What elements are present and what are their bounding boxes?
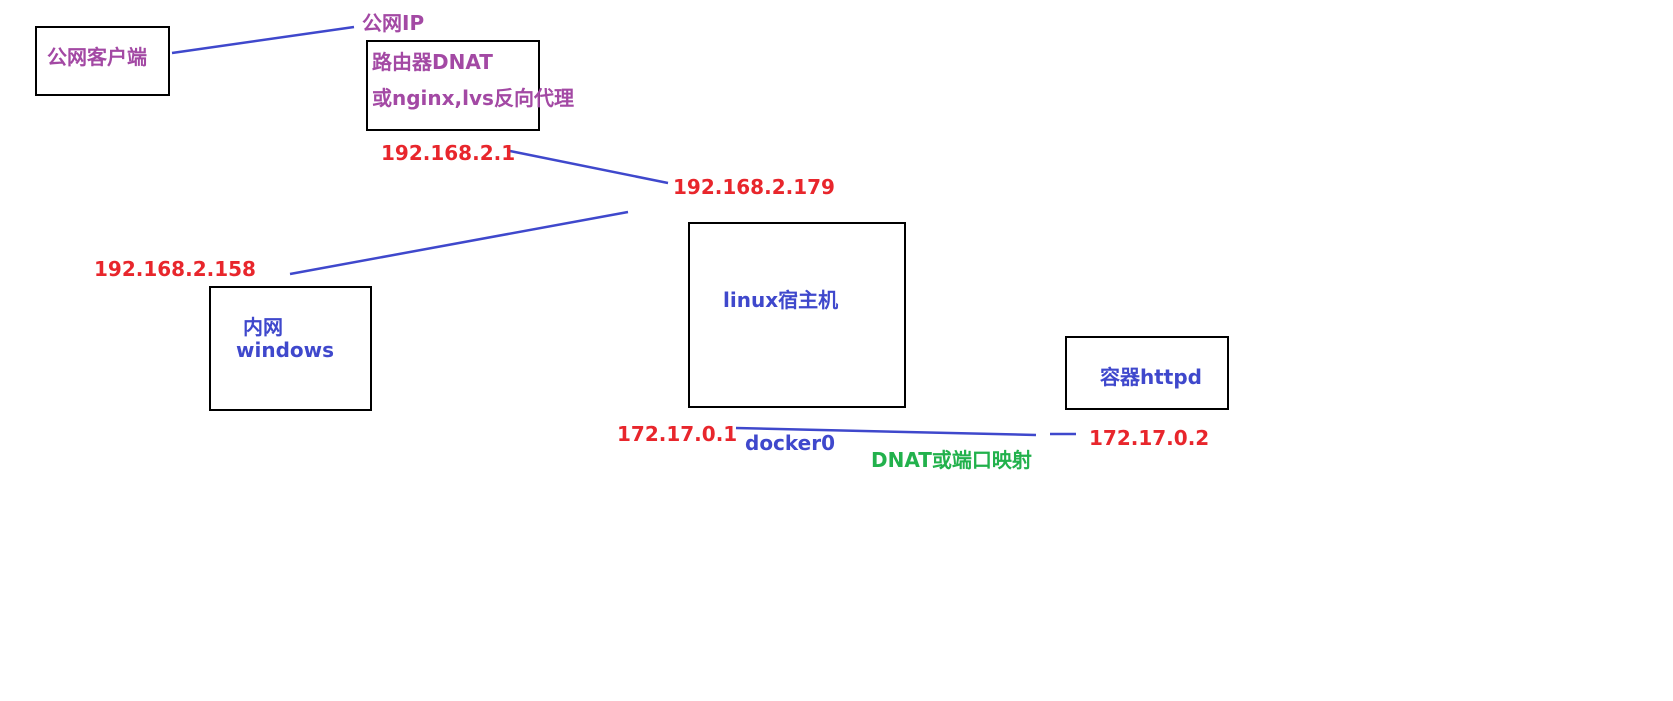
router-box xyxy=(366,40,540,131)
container-label: 容器httpd xyxy=(1100,365,1202,389)
public-client-box xyxy=(35,26,170,96)
docker0-label: docker0 xyxy=(745,431,836,455)
linux-host-label: linux宿主机 xyxy=(723,288,839,312)
router-lan-ip: 192.168.2.1 xyxy=(381,141,516,165)
windows-box xyxy=(209,286,372,411)
linux-host-box xyxy=(688,222,906,408)
dnat-mapping-label: DNAT或端口映射 xyxy=(871,448,1032,472)
router-to-host-line xyxy=(509,149,669,185)
host-lan-ip: 192.168.2.179 xyxy=(673,175,835,199)
docker0-to-container-line xyxy=(735,426,1037,437)
windows-label-line1: 内网 xyxy=(243,315,283,339)
container-ip: 172.17.0.2 xyxy=(1089,426,1210,450)
docker-bridge-ip: 172.17.0.1 xyxy=(617,422,738,446)
public-ip-label: 公网IP xyxy=(362,11,425,35)
public-client-label: 公网客户端 xyxy=(47,45,147,69)
router-label-line2: 或nginx,lvs反向代理 xyxy=(372,86,574,110)
windows-label-line2: windows xyxy=(236,338,335,362)
windows-lan-ip: 192.168.2.158 xyxy=(94,257,256,281)
windows-to-lan-line xyxy=(289,210,629,276)
router-label-line1: 路由器DNAT xyxy=(372,50,493,74)
client-to-router-line xyxy=(171,25,355,55)
container-box xyxy=(1065,336,1229,410)
